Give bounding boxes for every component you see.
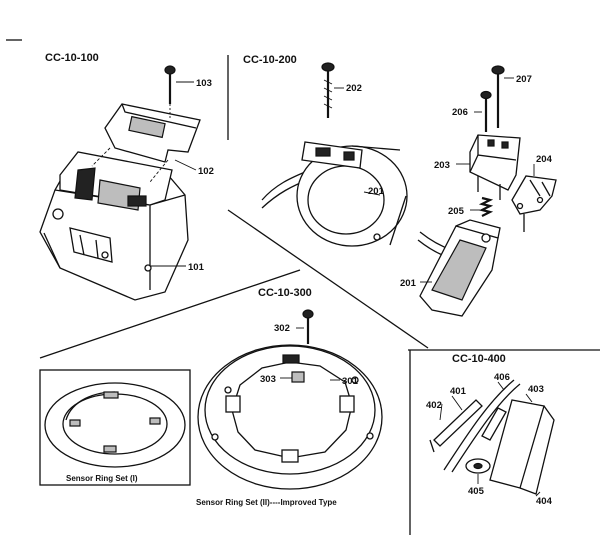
base-unit-101 [39,151,189,301]
section-label-cc-10-400: CC-10-400 [452,353,506,365]
callout-205: 205 [448,206,465,217]
sensor-ring-set-1-frame [39,369,191,486]
screw-206 [480,90,492,132]
callout-402: 402 [426,400,442,411]
callout-206: 206 [452,107,468,118]
callout-302: 302 [274,323,290,334]
callout-404: 404 [536,496,553,507]
section-label-cc-10-100: CC-10-100 [45,52,99,64]
callout-103: 103 [196,78,212,89]
strip-406-top [443,379,521,473]
bracket-203 [469,134,521,200]
sensor-ring-set-2 [197,344,383,490]
gasket-402 [429,439,435,453]
screw-103 [164,65,176,118]
callout-leaders-400 [439,381,541,497]
screw-207 [491,65,505,128]
callout-201-upper: 201 [368,186,385,197]
section-label-cc-10-200: CC-10-200 [243,54,297,66]
sensor-ring-set-1 [44,382,186,468]
callout-303: 303 [260,374,276,385]
callout-405: 405 [468,486,485,497]
screw-202 [321,62,335,118]
callout-406-top: 406 [494,372,510,383]
callout-204: 204 [536,154,553,165]
callout-201-lower: 201 [400,278,417,289]
callout-102: 102 [198,166,214,177]
washer-405 [465,458,491,474]
sensor-head-201 [417,219,501,317]
callout-202: 202 [346,83,362,94]
callout-203: 203 [434,160,450,171]
clip-204 [511,175,557,232]
callout-207: 207 [516,74,532,85]
screw-302 [302,309,314,344]
tube-401 [433,399,483,447]
caption-sensor-ring-set-2: Sensor Ring Set (II)----Improved Type [196,498,337,507]
callout-301: 301 [342,376,359,387]
callout-leaders-100 [150,81,197,267]
display-cover-102 [91,103,201,183]
section-dividers [39,55,600,535]
section-label-cc-10-300: CC-10-300 [258,287,312,299]
plate-403 [489,399,555,495]
callout-401: 401 [450,386,467,397]
sleeve-405 [481,407,507,441]
callout-101: 101 [188,262,205,273]
caption-sensor-ring-set-1: Sensor Ring Set (I) [66,474,138,483]
callout-403: 403 [528,384,544,395]
spring-205 [478,196,494,217]
callout-leader-201a [363,191,381,196]
sensor-clamp-201 [261,141,408,247]
